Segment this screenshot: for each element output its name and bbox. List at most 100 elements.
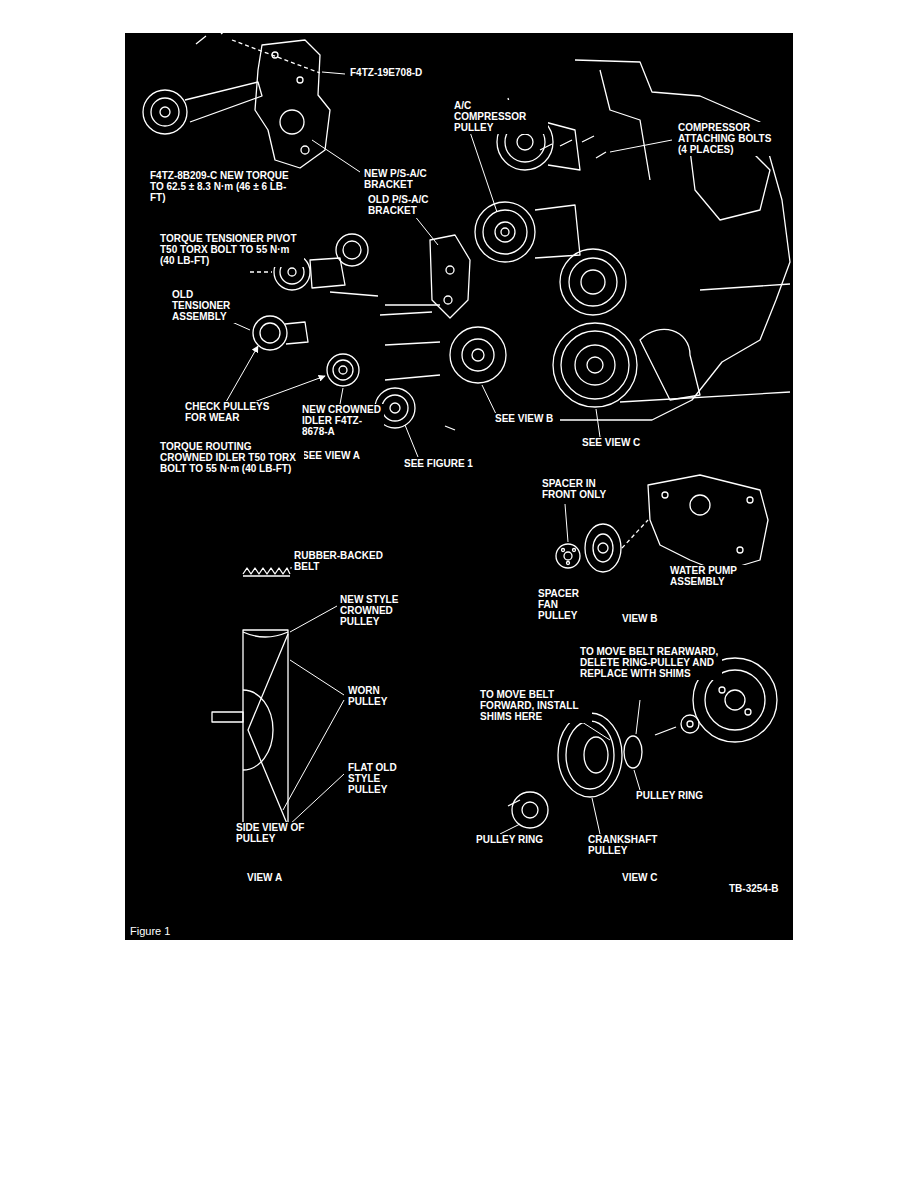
idler-pulley [445,426,455,430]
leader-line [283,700,344,810]
crankshaft-view [566,721,614,789]
crankshaft-view [624,736,642,768]
leader-line [634,770,640,790]
callout-label: OLD P/S-A/C BRACKET [366,194,460,218]
water-pump-pulley [560,249,626,315]
leader-line [312,140,360,172]
bolts [330,292,378,296]
leader-line [565,504,568,542]
leader-line [288,774,344,826]
crankshaft-view [687,721,693,727]
illustration [143,26,790,834]
ac-compressor [540,136,606,158]
new-tensioner [160,107,170,117]
leader-line [290,606,337,632]
ac-compressor [517,134,533,150]
idler-pulley [390,403,400,413]
callout-label: WATER PUMP ASSEMBLY [668,565,762,589]
crankshaft-view [522,802,538,818]
crankshaft-pulley [553,323,637,407]
callout-label: SEE VIEW B [493,413,555,426]
leader-line [290,660,344,695]
engine-block [640,329,700,400]
pulley-side-view [248,634,288,826]
leader-line [636,700,640,734]
leader-line [500,824,520,834]
water-pump-pulley [560,249,626,315]
water-pump-view [737,547,743,553]
crankshaft-view [558,713,622,797]
callout-label: WORN PULLEY [346,685,410,709]
callout-label: FLAT OLD STYLE PULLEY [346,762,422,796]
water-pump-view [573,549,576,552]
callout-label: CHECK PULLEYS FOR WEAR [183,401,277,425]
ac-pulley [483,210,527,254]
callout-label: PULLEY RING [474,834,545,847]
figure-caption: Figure 1 [128,924,172,938]
idler-pulley [382,395,408,421]
callout-label: SEE VIEW C [580,437,642,450]
new-bracket [301,146,309,154]
callout-label: VIEW A [245,872,284,885]
new-bracket [280,110,304,134]
callout-label: TORQUE ROUTING CROWNED IDLER T50 TORX BO… [158,441,304,475]
callout-label: SPACER FAN PULLEY [536,588,602,622]
callout-label: PULLEY RING [634,790,705,803]
new-tensioner [143,90,187,134]
new-bracket [297,77,303,83]
water-pump-view [556,544,580,568]
crowned-idler [339,366,347,374]
leader-line [470,132,497,212]
callout-label: NEW STYLE CROWNED PULLEY [338,594,422,628]
ac-compressor [545,122,580,170]
callout-label: CRANKSHAFT PULLEY [586,834,670,858]
new-tensioner [151,98,179,126]
pulley-side-view [212,712,243,722]
crankshaft-view [508,658,777,828]
crankshaft-view [584,737,608,773]
power-steering-pump [310,258,345,288]
callout-label: COMPRESSOR ATTACHING BOLTS (4 PLACES) [676,122,784,156]
crankshaft-view [725,690,745,710]
callout-label: F4TZ-8B209-C NEW TORQUE TO 62.5 ± 8.3 N·… [148,170,302,204]
pulley [462,339,494,371]
new-bracket [196,26,330,168]
crankshaft-view [719,687,725,693]
figure-panel [125,33,793,940]
power-steering-pump [250,271,272,272]
crowned-idler [333,360,353,380]
callout-label: TO MOVE BELT REARWARD, DELETE RING-PULLE… [578,646,722,680]
water-pump-view [598,543,608,553]
callout-label: TORQUE TENSIONER PIVOT T50 TORX BOLT TO … [158,233,304,267]
leader-line [340,388,343,404]
pulley-side-view [243,632,288,637]
crankshaft-view [512,792,548,828]
power-steering-pump [288,268,296,276]
bolts [330,292,440,380]
water-pump-view [648,475,768,572]
ac-pulley [495,222,515,242]
water-pump-pulley [581,270,605,294]
engine-block [560,60,790,420]
leader-line [322,72,345,74]
old-bracket [446,266,454,274]
pulley-side-view [243,690,273,770]
old-bracket [444,296,452,304]
callout-label: A/C COMPRESSOR PULLEY [452,100,548,134]
crankshaft-pulley [561,331,629,399]
water-pump-view [690,495,710,515]
pulley-side-view [243,575,290,576]
callout-label: F4TZ-19E708-D [348,67,424,80]
leader-line [610,140,672,152]
crowned-idler [327,354,359,386]
water-pump-view [567,562,570,565]
leader-line [596,409,600,437]
pulley [472,349,484,361]
new-bracket [196,26,231,44]
callout-label: SPACER IN FRONT ONLY [540,478,624,502]
crankshaft-view [655,727,676,735]
water-pump-pulley [569,258,617,306]
